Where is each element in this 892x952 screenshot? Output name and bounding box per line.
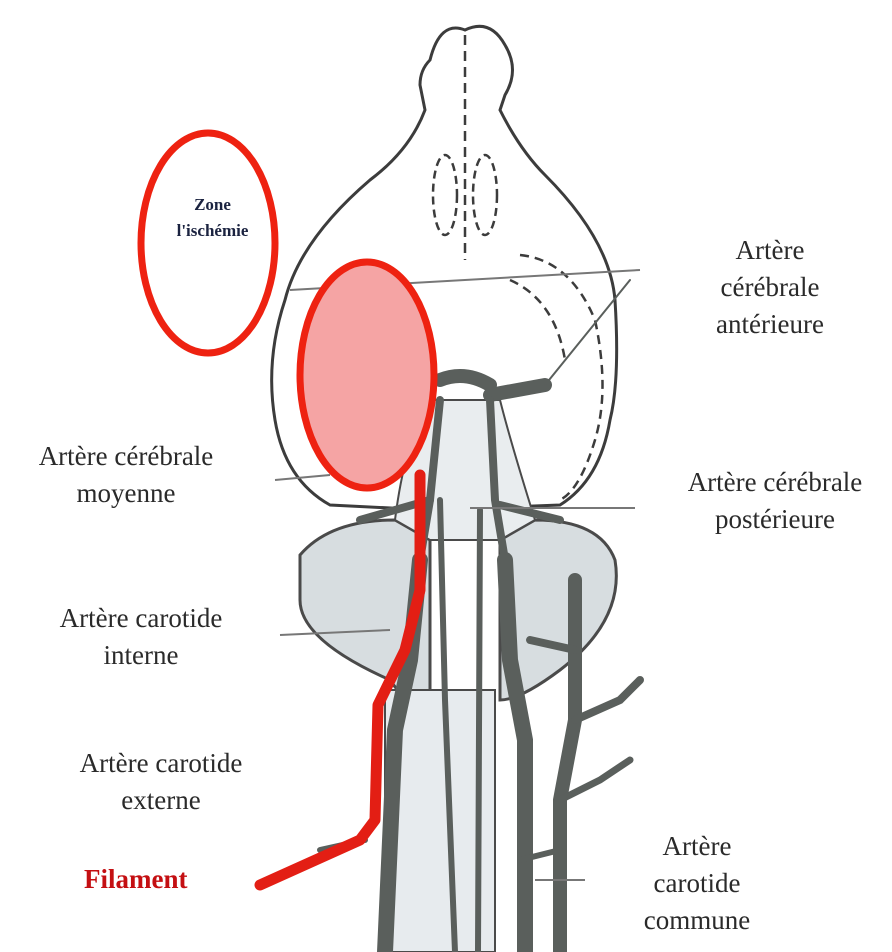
label-posterior-cerebral: Artère cérébrale postérieure	[658, 464, 892, 538]
aca-line2: cérébrale	[690, 269, 850, 306]
ace-line1: Artère carotide	[46, 745, 276, 782]
ischemia-zone-label: Zone l'ischémie	[150, 192, 275, 244]
zone-label-line1: Zone	[150, 192, 275, 218]
acc-line1: Artère	[612, 828, 782, 865]
label-internal-carotid: Artère carotide interne	[26, 600, 256, 674]
label-external-carotid: Artère carotide externe	[46, 745, 276, 819]
aca-line3: antérieure	[690, 306, 850, 343]
aci-line2: interne	[26, 637, 256, 674]
label-anterior-cerebral: Artère cérébrale antérieure	[690, 232, 850, 343]
acp-line1: Artère cérébrale	[658, 464, 892, 501]
acp-line2: postérieure	[658, 501, 892, 538]
aci-line1: Artère carotide	[26, 600, 256, 637]
label-middle-cerebral: Artère cérébrale moyenne	[4, 438, 248, 512]
zone-label-line2: l'ischémie	[150, 218, 275, 244]
label-common-carotid: Artère carotide commune	[612, 828, 782, 939]
acm-line2: moyenne	[4, 475, 248, 512]
acm-line1: Artère cérébrale	[4, 438, 248, 475]
acc-line3: commune	[612, 902, 782, 939]
filament-label: Filament	[84, 864, 187, 895]
ace-line2: externe	[46, 782, 276, 819]
aca-line1: Artère	[690, 232, 850, 269]
ischemia-area	[300, 262, 434, 488]
acc-line2: carotide	[612, 865, 782, 902]
